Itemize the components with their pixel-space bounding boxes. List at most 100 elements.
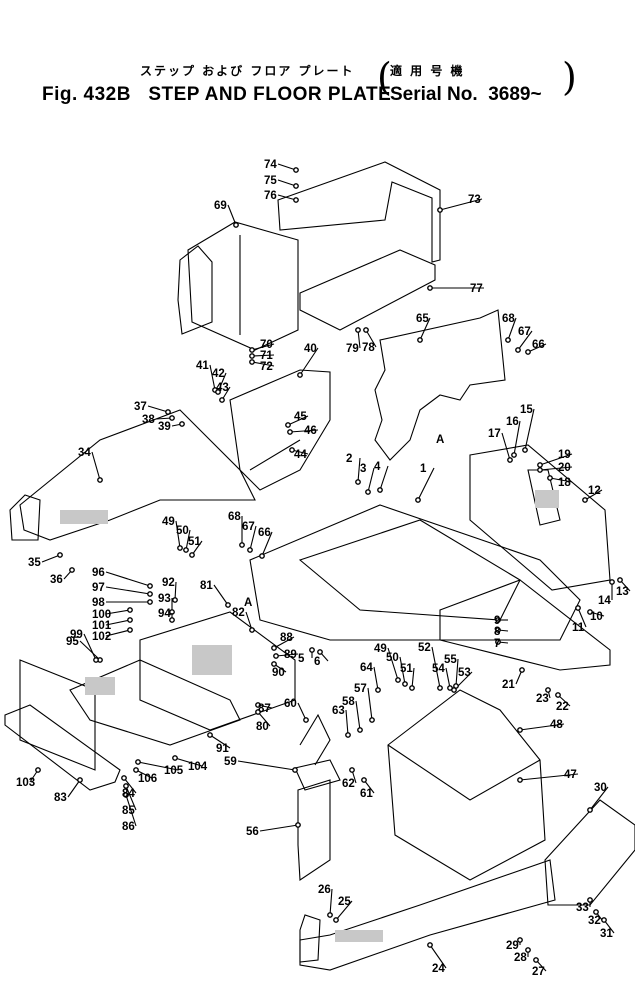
fastener-19 bbox=[537, 462, 543, 468]
label-part-9: 9 bbox=[494, 615, 500, 627]
fastener-5 bbox=[309, 647, 315, 653]
fastener-51 bbox=[409, 685, 415, 691]
fastener-28 bbox=[525, 947, 531, 953]
fastener-2 bbox=[355, 479, 361, 485]
label-part-80: 80 bbox=[256, 721, 269, 733]
label-part-78: 78 bbox=[362, 342, 375, 354]
shape-seat-back-69 bbox=[187, 221, 299, 351]
leader-line bbox=[67, 779, 81, 798]
leader-line bbox=[257, 711, 271, 727]
leader-line bbox=[419, 317, 431, 341]
fastener-40 bbox=[297, 372, 303, 378]
fastener-105 bbox=[135, 759, 141, 765]
label-part-62: 62 bbox=[342, 778, 355, 790]
label-part-24: 24 bbox=[432, 963, 445, 975]
label-part-61: 61 bbox=[360, 788, 373, 800]
leader-line bbox=[275, 653, 299, 657]
fastener-1 bbox=[415, 497, 421, 503]
fastener-77 bbox=[427, 285, 433, 291]
shape-stand-56 bbox=[297, 779, 331, 881]
label-part-32: 32 bbox=[588, 915, 601, 927]
leader-line bbox=[125, 794, 137, 827]
shape-floor-34 bbox=[19, 409, 256, 541]
label-part-90: 90 bbox=[272, 667, 285, 679]
leader-line bbox=[539, 466, 573, 471]
fastener-20 bbox=[537, 467, 543, 473]
shape-box-40 bbox=[229, 369, 331, 491]
label-part-48: 48 bbox=[550, 719, 563, 731]
label-part-83: 83 bbox=[54, 792, 67, 804]
fastener-98 bbox=[147, 599, 153, 605]
label-part-16: 16 bbox=[506, 416, 519, 428]
label-part-98: 98 bbox=[92, 597, 105, 609]
label-part-92: 92 bbox=[162, 577, 175, 589]
label-part-59: 59 bbox=[224, 756, 237, 768]
fastener-34 bbox=[97, 477, 103, 483]
fastener-61 bbox=[361, 777, 367, 783]
fastener-22 bbox=[555, 692, 561, 698]
figure-name: STEP AND FLOOR PLATE bbox=[148, 84, 392, 105]
label-part-72: 72 bbox=[260, 361, 273, 373]
fastener-3 bbox=[365, 489, 371, 495]
leader-line bbox=[589, 786, 609, 811]
fastener-23 bbox=[545, 687, 551, 693]
leader-line bbox=[507, 317, 517, 341]
fastener-66 bbox=[525, 349, 531, 355]
leader-line bbox=[217, 372, 227, 393]
label-part-87: 87 bbox=[258, 703, 271, 715]
fastener-46 bbox=[287, 429, 293, 435]
fastener-84 bbox=[121, 775, 127, 781]
fastener-85 bbox=[123, 783, 129, 789]
label-part-67: 67 bbox=[242, 521, 255, 533]
fastener-99 bbox=[93, 657, 99, 663]
leader-line bbox=[105, 571, 151, 587]
fastener-75 bbox=[293, 183, 299, 189]
label-part-68: 68 bbox=[228, 511, 241, 523]
leader-line bbox=[287, 415, 309, 426]
leader-line bbox=[251, 354, 275, 357]
label-part-51: 51 bbox=[400, 663, 413, 675]
label-part-106: 106 bbox=[138, 773, 157, 785]
label-part-19: 19 bbox=[558, 449, 571, 461]
label-part-28: 28 bbox=[514, 952, 527, 964]
fastener-24 bbox=[427, 942, 433, 948]
fastener-4 bbox=[377, 487, 383, 493]
fastener-49 bbox=[395, 677, 401, 683]
label-part-44: 44 bbox=[294, 449, 307, 461]
fastener-56 bbox=[295, 822, 301, 828]
label-part-91: 91 bbox=[216, 743, 229, 755]
leader-line bbox=[213, 584, 229, 606]
hatch-floor-34 bbox=[60, 510, 108, 524]
fastener-103 bbox=[35, 767, 41, 773]
label-part-37: 37 bbox=[134, 401, 147, 413]
leader-line bbox=[387, 647, 399, 681]
fastener-89 bbox=[273, 653, 279, 659]
leader-line bbox=[399, 656, 406, 685]
label-part-68: 68 bbox=[502, 313, 515, 325]
leader-line bbox=[289, 429, 319, 433]
serial-label: Serial No. bbox=[390, 84, 478, 105]
serial-japanese: 適 用 号 機 bbox=[390, 64, 465, 78]
fastener-29 bbox=[517, 937, 523, 943]
leader-line bbox=[237, 760, 296, 771]
leader-line bbox=[379, 465, 389, 491]
shape-step-83 bbox=[4, 704, 121, 791]
fastener-55 bbox=[453, 683, 459, 689]
label-part-33: 33 bbox=[576, 902, 589, 914]
fastener-15 bbox=[522, 447, 528, 453]
leader-line bbox=[185, 529, 191, 551]
fastener-88 bbox=[271, 645, 277, 651]
fastener-59 bbox=[292, 767, 298, 773]
label-part-95: 95 bbox=[66, 636, 79, 648]
leader-line bbox=[517, 330, 533, 351]
leader-line bbox=[105, 619, 131, 626]
shape-handrail-34 bbox=[9, 494, 41, 541]
leader-line bbox=[259, 824, 299, 832]
hatch-step-24 bbox=[335, 930, 383, 942]
fastener-30 bbox=[587, 807, 593, 813]
fastener-104 bbox=[172, 755, 178, 761]
label-part-49: 49 bbox=[162, 516, 175, 528]
leader-line bbox=[123, 777, 137, 794]
label-part-100: 100 bbox=[92, 609, 111, 621]
